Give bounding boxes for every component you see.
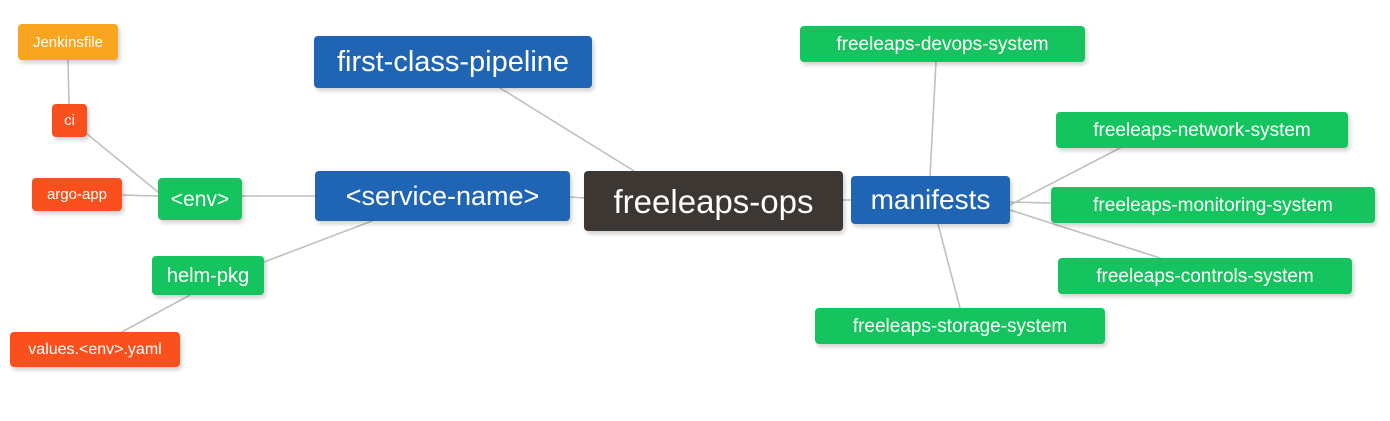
mindmap-node-freeleaps-monitoring-system[interactable]: freeleaps-monitoring-system xyxy=(1051,187,1375,223)
edge-service-name-to-helm-pkg xyxy=(263,220,373,263)
edge-manifests-to-freeleaps-devops-system xyxy=(929,61,937,177)
mindmap-node-first-class-pipeline[interactable]: first-class-pipeline xyxy=(314,36,592,88)
edge-jenkinsfile-to-ci xyxy=(67,59,70,105)
mindmap-node-label-helm-pkg: helm-pkg xyxy=(166,264,250,287)
edge-service-name-to-freeleaps-ops xyxy=(569,196,585,199)
mindmap-node-label-freeleaps-controls-system: freeleaps-controls-system xyxy=(1096,265,1314,287)
mindmap-node-label-first-class-pipeline: first-class-pipeline xyxy=(336,45,570,78)
edge-argo-app-to-env xyxy=(121,194,159,197)
mindmap-node-env[interactable]: <env> xyxy=(158,178,242,220)
mindmap-node-freeleaps-devops-system[interactable]: freeleaps-devops-system xyxy=(800,26,1085,62)
mindmap-node-jenkinsfile[interactable]: Jenkinsfile xyxy=(18,24,118,60)
mindmap-node-freeleaps-storage-system[interactable]: freeleaps-storage-system xyxy=(815,308,1105,344)
mindmap-node-label-env: <env> xyxy=(170,187,230,211)
mindmap-node-label-jenkinsfile: Jenkinsfile xyxy=(32,33,104,51)
mindmap-node-label-freeleaps-devops-system: freeleaps-devops-system xyxy=(836,33,1049,55)
mindmap-node-manifests[interactable]: manifests xyxy=(851,176,1010,224)
mindmap-node-ci[interactable]: ci xyxy=(52,104,87,137)
mindmap-node-values-yaml[interactable]: values.<env>.yaml xyxy=(10,332,180,367)
mindmap-node-freeleaps-ops[interactable]: freeleaps-ops xyxy=(584,171,843,231)
mindmap-node-label-manifests: manifests xyxy=(870,184,991,215)
mindmap-node-service-name[interactable]: <service-name> xyxy=(315,171,570,221)
mindmap-node-freeleaps-controls-system[interactable]: freeleaps-controls-system xyxy=(1058,258,1352,294)
mindmap-node-helm-pkg[interactable]: helm-pkg xyxy=(152,256,264,295)
edge-manifests-to-freeleaps-storage-system xyxy=(937,223,961,309)
mindmap-node-label-freeleaps-monitoring-system: freeleaps-monitoring-system xyxy=(1093,194,1333,216)
mindmap-node-label-values-yaml: values.<env>.yaml xyxy=(28,340,162,358)
mindmap-node-label-freeleaps-ops: freeleaps-ops xyxy=(613,182,814,220)
edge-helm-pkg-to-values-yaml xyxy=(119,294,191,334)
edge-first-class-pipeline-to-freeleaps-ops xyxy=(499,87,635,172)
mindmap-node-label-ci: ci xyxy=(64,112,75,129)
mindmap-node-label-freeleaps-network-system: freeleaps-network-system xyxy=(1093,119,1311,141)
mindmap-node-label-argo-app: argo-app xyxy=(46,186,108,203)
mindmap-node-freeleaps-network-system[interactable]: freeleaps-network-system xyxy=(1056,112,1348,148)
edge-manifests-to-freeleaps-monitoring-system xyxy=(1009,201,1052,204)
mindmap-node-argo-app[interactable]: argo-app xyxy=(32,178,122,211)
mindmap-node-label-freeleaps-storage-system: freeleaps-storage-system xyxy=(852,315,1068,337)
mindmap-node-label-service-name: <service-name> xyxy=(345,180,540,211)
